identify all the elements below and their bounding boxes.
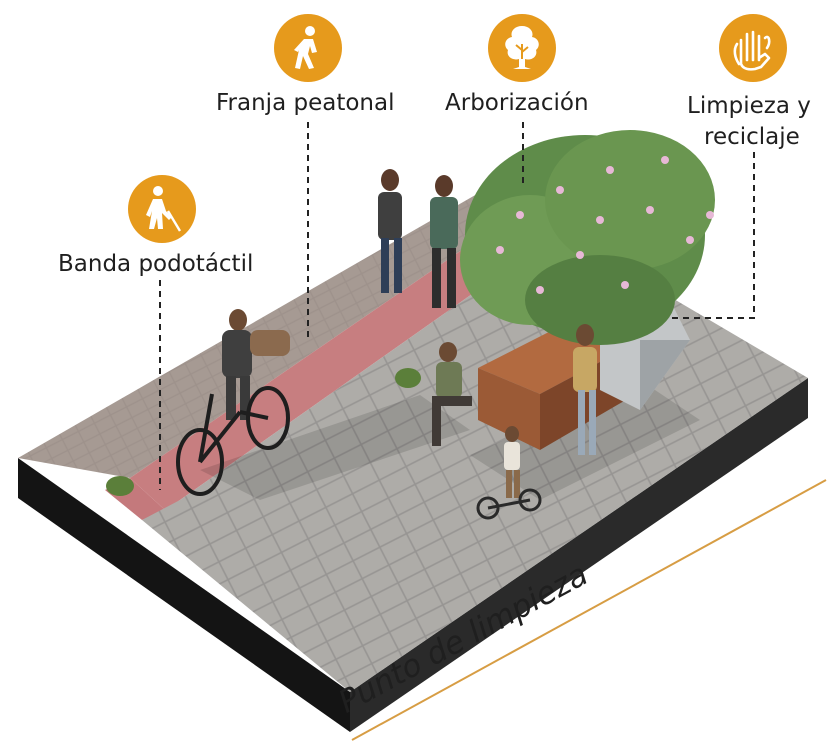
child-bicycle — [476, 488, 542, 520]
tree-canopy — [460, 130, 715, 345]
platform-left-side — [18, 458, 350, 732]
people-figures — [378, 169, 597, 498]
label-arborizacion: Arborización — [445, 90, 589, 116]
label-banda-podotactil: Banda podotáctil — [58, 251, 254, 277]
planter-front — [478, 368, 540, 450]
label-limpieza-line1: Limpieza y — [687, 93, 811, 119]
platform-right-side — [350, 378, 808, 732]
recycling-bin-shade — [640, 340, 690, 410]
pedestrian-walking-icon — [274, 14, 342, 82]
blind-person-cane-icon — [128, 175, 196, 243]
grass-tuft — [106, 476, 134, 496]
shadow — [200, 395, 470, 500]
caption-underline — [351, 479, 827, 741]
label-limpieza-line2: reciclaje — [704, 124, 800, 150]
leader-lines — [159, 122, 755, 490]
hand-washing-icon — [719, 14, 787, 82]
grass-tuft — [395, 368, 421, 388]
label-franja-peatonal: Franja peatonal — [216, 90, 395, 116]
tree-icon — [488, 14, 556, 82]
cyclist — [176, 309, 290, 496]
